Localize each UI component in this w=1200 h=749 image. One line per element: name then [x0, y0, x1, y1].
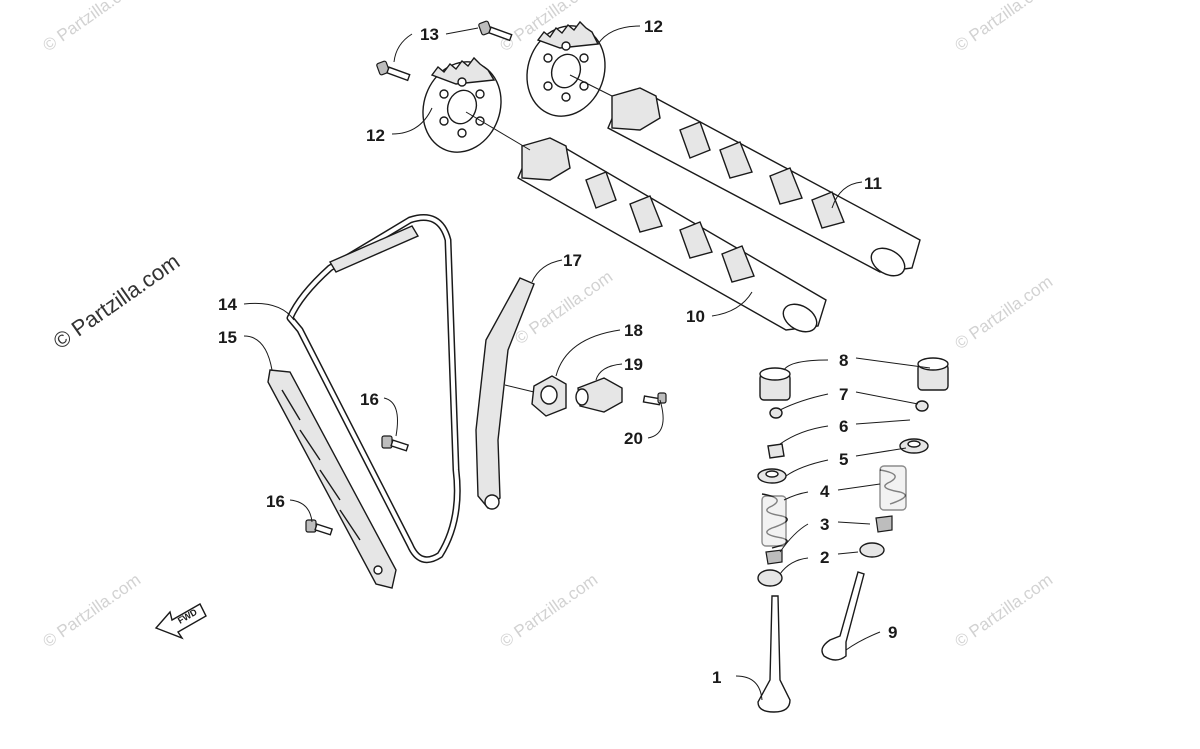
watermark-main: © Partzilla.com	[49, 249, 185, 355]
callout-6[interactable]: 6	[839, 417, 848, 436]
callout-17[interactable]: 17	[563, 251, 582, 270]
callout-20[interactable]: 20	[624, 429, 643, 448]
callout-10[interactable]: 10	[686, 307, 705, 326]
callout-1[interactable]: 1	[712, 668, 721, 687]
timing-chain[interactable]	[286, 214, 461, 564]
callout-7[interactable]: 7	[839, 385, 848, 404]
valve-keeper-right[interactable]	[875, 515, 893, 533]
spring-seat-right[interactable]	[859, 542, 885, 558]
watermark: © Partzilla.com	[951, 570, 1056, 651]
callout-13[interactable]: 13	[420, 25, 439, 44]
spring-seat-left[interactable]	[757, 569, 783, 587]
callout-15[interactable]: 15	[218, 328, 237, 347]
leader-lines	[243, 25, 931, 701]
chain-tensioner[interactable]	[575, 377, 623, 413]
callout-4[interactable]: 4	[820, 482, 830, 501]
valve-intake[interactable]	[757, 595, 791, 713]
fwd-arrow-icon: FWD	[154, 603, 207, 640]
callout-16-lower[interactable]: 16	[266, 492, 285, 511]
chain-tensioner-guide[interactable]	[475, 277, 535, 510]
callout-12-lower[interactable]: 12	[366, 126, 385, 145]
sprocket-bolt-upper[interactable]	[478, 20, 513, 42]
tensioner-gasket[interactable]	[531, 375, 567, 417]
callout-2[interactable]: 2	[820, 548, 829, 567]
valve-stack-left	[757, 367, 791, 713]
camshaft-sprocket-front[interactable]	[411, 51, 514, 163]
guide-bolt-upper[interactable]	[381, 435, 410, 452]
callout-3[interactable]: 3	[820, 515, 829, 534]
watermark: © Partzilla.com	[39, 570, 144, 651]
valve-keeper-left[interactable]	[767, 443, 785, 459]
valve-shim-right[interactable]	[915, 400, 929, 412]
callout-5[interactable]: 5	[839, 450, 848, 469]
watermark: © Partzilla.com	[951, 0, 1056, 55]
valve-exhaust[interactable]	[821, 571, 865, 661]
callout-11[interactable]: 11	[864, 174, 882, 193]
watermark: © Partzilla.com	[496, 570, 601, 651]
watermark: © Partzilla.com	[511, 267, 616, 348]
camshaft-sprocket-rear[interactable]	[515, 15, 618, 127]
valve-bucket-right[interactable]	[917, 357, 949, 391]
valve-spring-left[interactable]	[761, 493, 788, 549]
spring-retainer-right[interactable]	[899, 438, 929, 454]
watermark: © Partzilla.com	[39, 0, 144, 55]
spring-retainer-left[interactable]	[757, 468, 787, 484]
tensioner-bolt[interactable]	[642, 392, 667, 406]
valve-stack-right	[821, 357, 949, 661]
callout-14[interactable]: 14	[218, 295, 237, 314]
guide-bolt-lower[interactable]	[305, 519, 334, 536]
valve-seal-left[interactable]	[765, 549, 783, 565]
callout-8[interactable]: 8	[839, 351, 848, 370]
camshaft-exhaust[interactable]	[607, 87, 921, 281]
sprocket-bolt-lower[interactable]	[376, 60, 411, 82]
callout-9[interactable]: 9	[888, 623, 897, 642]
valve-shim-left[interactable]	[769, 407, 783, 419]
valve-spring-right[interactable]	[879, 465, 907, 511]
callout-16-upper[interactable]: 16	[360, 390, 379, 409]
callout-19[interactable]: 19	[624, 355, 643, 374]
callout-12-upper[interactable]: 12	[644, 17, 663, 36]
callouts: 1 2 3 4 5 6 7 8 9 10 11 12 12 13 14 15 1…	[218, 17, 897, 687]
watermark: © Partzilla.com	[951, 272, 1056, 353]
valve-bucket-left[interactable]	[759, 367, 791, 401]
camshaft-intake[interactable]	[517, 137, 827, 337]
chain-guide-fixed[interactable]	[267, 369, 397, 589]
callout-18[interactable]: 18	[624, 321, 643, 340]
